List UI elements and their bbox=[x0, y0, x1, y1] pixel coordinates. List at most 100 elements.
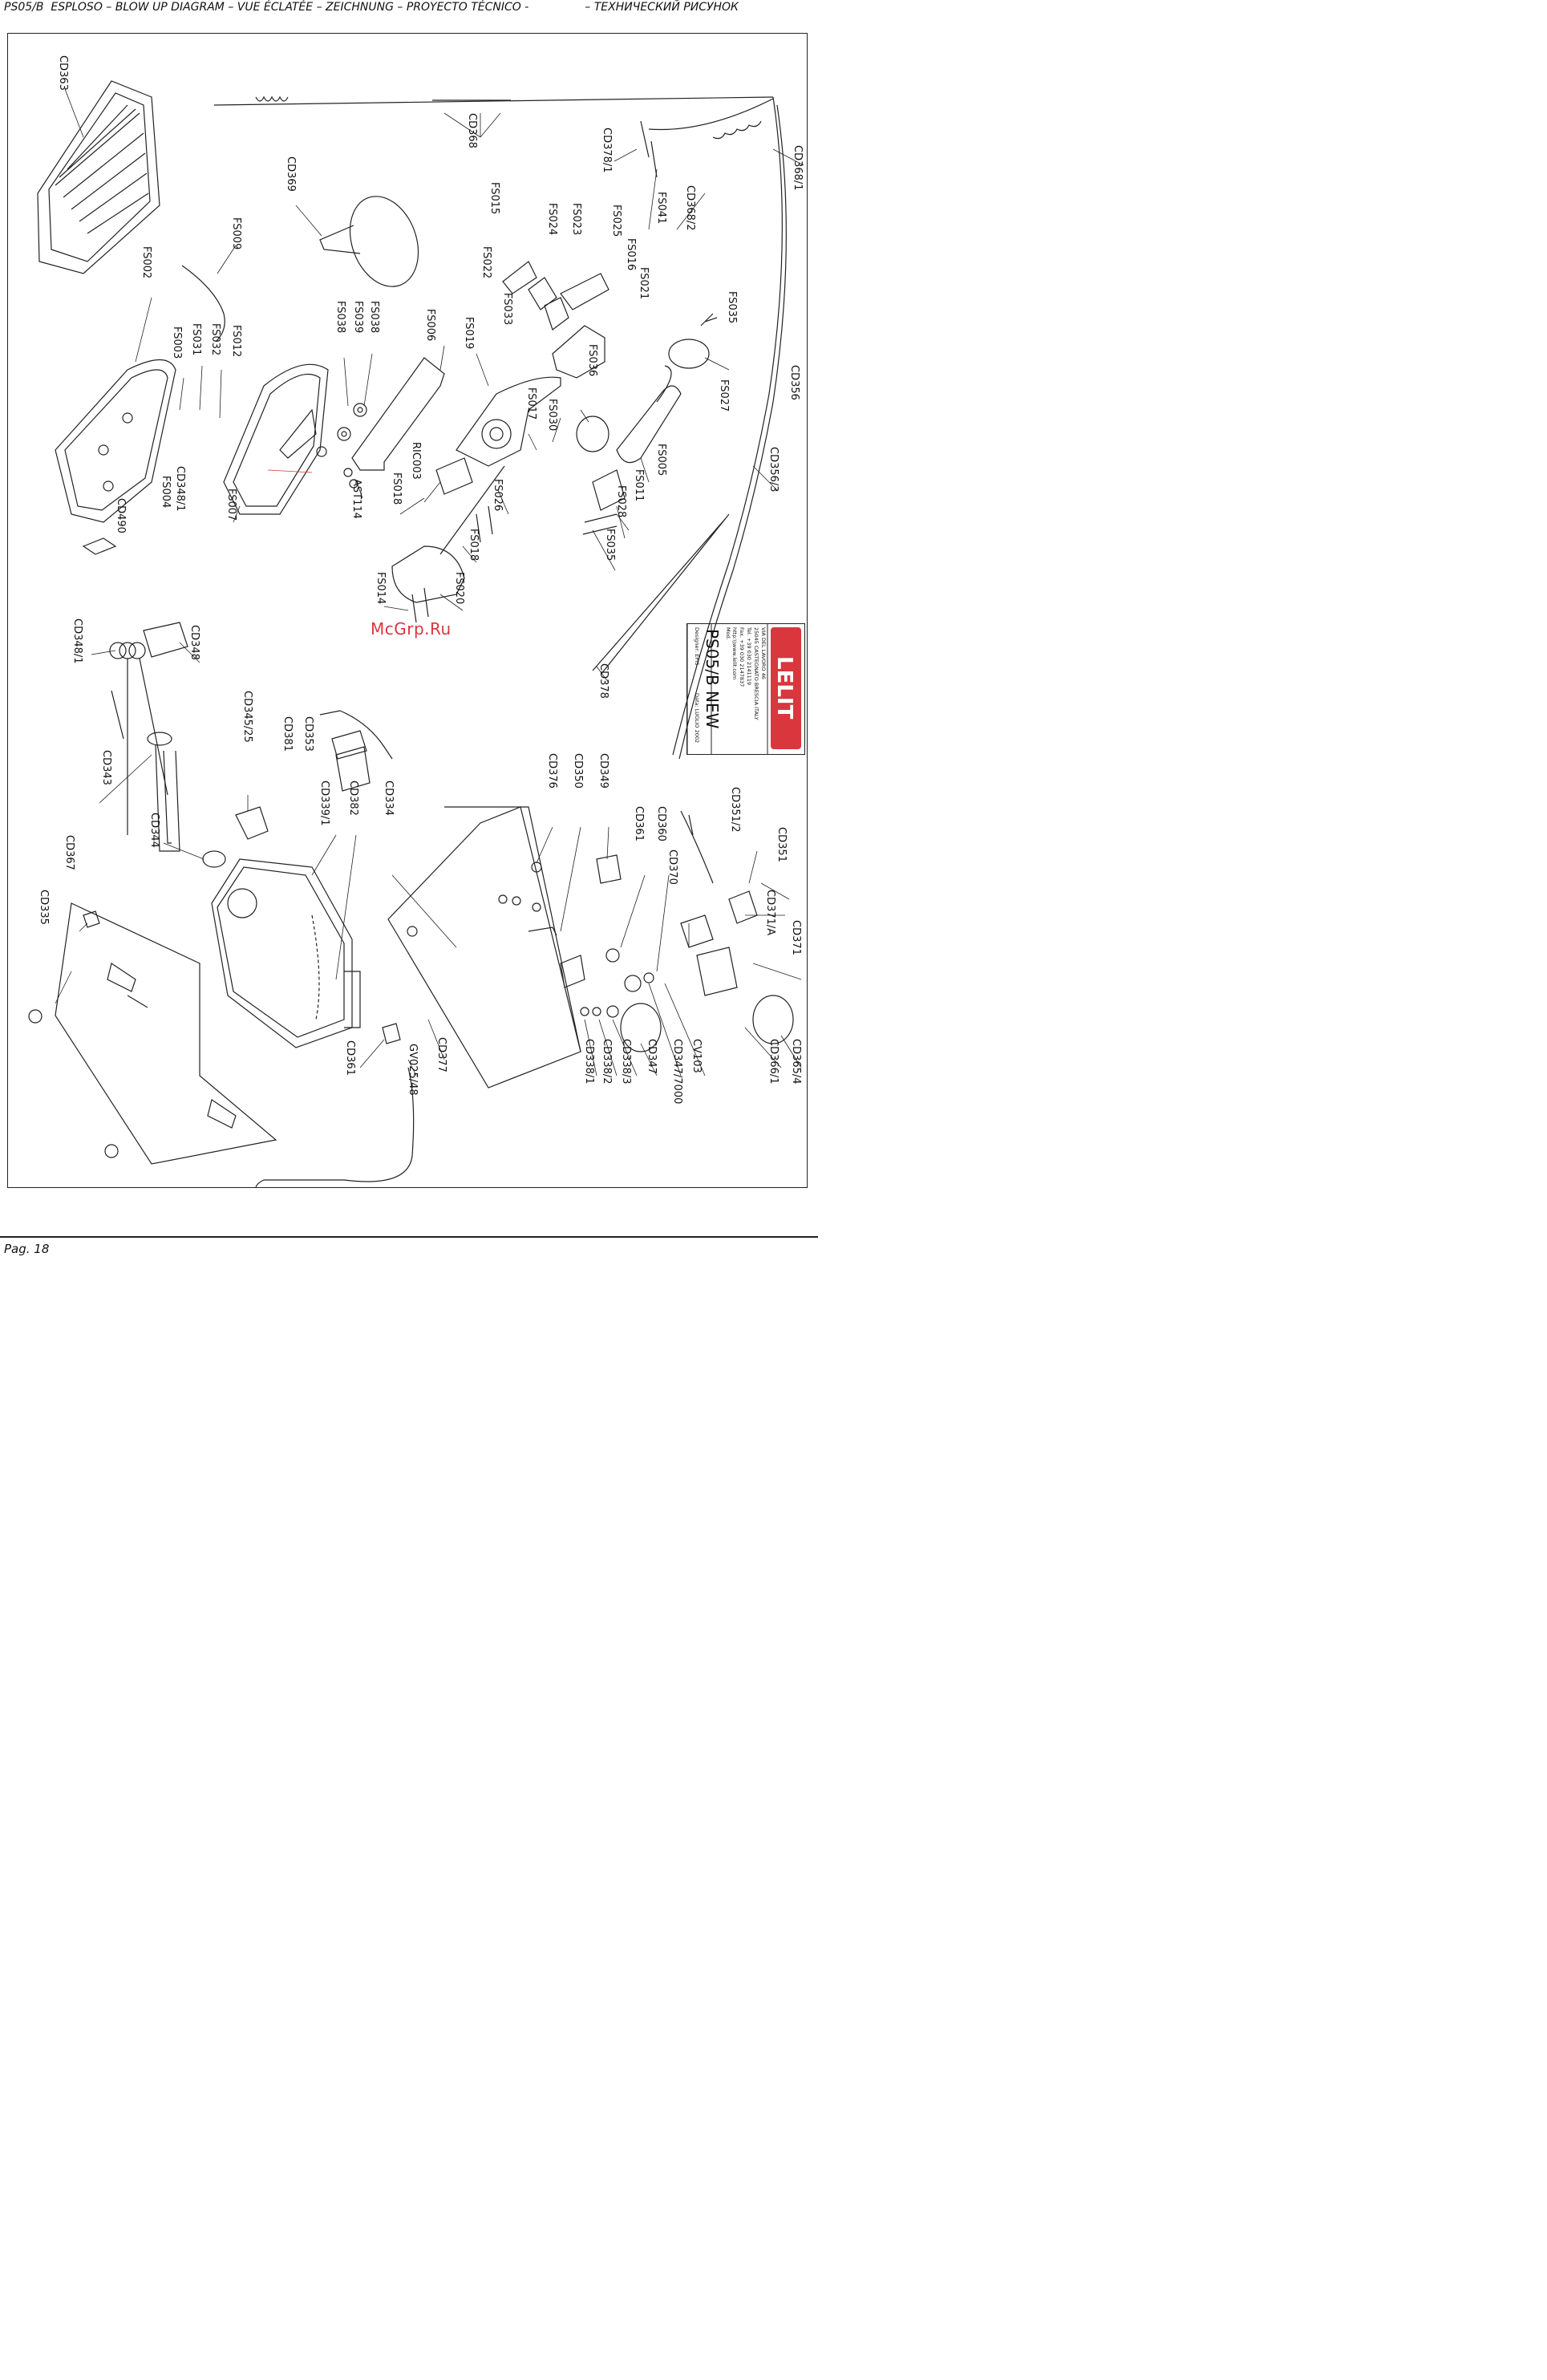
part-label: FS023 bbox=[570, 203, 582, 235]
part-label: FS031 bbox=[190, 323, 202, 355]
part-label: CD371 bbox=[790, 920, 802, 955]
part-label: FS035 bbox=[604, 529, 616, 561]
water-tank-part bbox=[211, 858, 361, 1048]
frame-part bbox=[55, 902, 277, 1165]
part-label: FS018 bbox=[468, 529, 480, 561]
bracket-part bbox=[351, 357, 445, 471]
mod-label: Mod. bbox=[725, 627, 731, 640]
address-line: Fax. +39 030 2147837 bbox=[739, 627, 745, 687]
part-label: FS014 bbox=[375, 572, 387, 604]
steam-wand-part bbox=[213, 95, 774, 106]
part-label: CD349 bbox=[597, 753, 609, 789]
watermark: McGrp.Ru bbox=[371, 619, 452, 639]
part-label: FS033 bbox=[501, 293, 513, 325]
part-label: RIC003 bbox=[410, 442, 422, 480]
part-label: CD344 bbox=[148, 813, 160, 848]
date: Data: LUGLIO 2002 bbox=[694, 693, 700, 743]
part-label: CD335 bbox=[38, 890, 50, 925]
part-label: CD356/3 bbox=[767, 447, 780, 493]
part-label: CD347/7000 bbox=[671, 1039, 683, 1104]
part-label: FS026 bbox=[492, 479, 504, 511]
part-label: CV103 bbox=[690, 1039, 703, 1073]
part-labels: CD363 CD368 CD378/1 CD368/1 CD369 FS015 … bbox=[38, 55, 804, 1104]
part-label: GV025/48 bbox=[407, 1044, 419, 1096]
part-label: FS015 bbox=[488, 182, 500, 214]
part-label: CD351/2 bbox=[729, 787, 741, 833]
part-label: FS009 bbox=[230, 217, 242, 249]
part-label: FS027 bbox=[718, 379, 730, 412]
part-label: CD368 bbox=[466, 113, 478, 148]
part-label: CD363 bbox=[57, 55, 69, 91]
part-label: CD371/A bbox=[764, 890, 776, 935]
part-label: FS022 bbox=[480, 246, 492, 278]
part-label: CD360 bbox=[655, 806, 667, 841]
part-label: FS035 bbox=[726, 291, 738, 323]
part-label: FS005 bbox=[655, 444, 667, 476]
part-label: FS024 bbox=[546, 203, 558, 235]
part-label: FS032 bbox=[209, 323, 221, 355]
part-label: FS017 bbox=[525, 387, 537, 420]
part-label: FS018 bbox=[391, 472, 403, 505]
chassis-part bbox=[387, 806, 581, 1089]
base-plate-part bbox=[55, 359, 176, 523]
heater-part bbox=[616, 365, 682, 464]
part-label: CD353 bbox=[302, 716, 314, 752]
part-label: CD348 bbox=[188, 625, 200, 660]
part-label: FS038 bbox=[368, 301, 380, 333]
part-label: FS020 bbox=[453, 572, 465, 604]
part-label: CD338/3 bbox=[620, 1039, 632, 1085]
part-label: CD368/2 bbox=[684, 185, 696, 231]
part-label: FS006 bbox=[424, 309, 436, 341]
part-label: CD367 bbox=[63, 835, 75, 870]
exploded-diagram: CD363 CD368 CD378/1 CD368/1 CD369 FS015 … bbox=[28, 55, 804, 1188]
part-label: CD378 bbox=[597, 663, 609, 699]
part-label: CD365/4 bbox=[790, 1039, 802, 1085]
funnel-part bbox=[319, 196, 419, 287]
address-line: http:\\www.lelit.com bbox=[731, 627, 738, 679]
part-label: CD347 bbox=[646, 1039, 658, 1074]
part-label: FS012 bbox=[230, 325, 242, 357]
part-label: FS007 bbox=[225, 489, 237, 521]
iron-body-part bbox=[223, 363, 329, 515]
part-label: CD338/1 bbox=[583, 1039, 595, 1085]
part-label: CD343 bbox=[100, 750, 112, 785]
part-label: CD369 bbox=[285, 156, 297, 192]
part-label: CD378/1 bbox=[601, 128, 613, 173]
part-label: FS021 bbox=[638, 267, 650, 299]
part-label: CD382 bbox=[347, 780, 359, 816]
part-label: CD351 bbox=[776, 827, 788, 862]
part-label: FS003 bbox=[171, 326, 183, 359]
part-label: CD376 bbox=[546, 753, 558, 789]
part-label: CD339/1 bbox=[318, 780, 330, 826]
part-label: CD366/1 bbox=[767, 1039, 780, 1085]
title-block: LELIT VIA DEL LAVORO 46 25045 CASTEGNATO… bbox=[686, 623, 805, 755]
address-line: 25045 CASTEGNATO BRESCIA ITALY bbox=[753, 627, 759, 720]
part-label: CD368/1 bbox=[792, 145, 804, 191]
part-label: CD381 bbox=[281, 716, 294, 752]
part-label: CD370 bbox=[666, 849, 678, 885]
part-label: FS025 bbox=[610, 205, 622, 237]
header-russian: – ТЕХНИЧЕСКИЙ РИСУНОК bbox=[585, 1, 739, 14]
pump-part bbox=[391, 465, 505, 603]
part-label: CD377 bbox=[435, 1037, 447, 1072]
part-label: FS028 bbox=[615, 485, 627, 517]
part-label: CD490 bbox=[115, 498, 127, 533]
part-label: FS019 bbox=[463, 317, 475, 349]
part-label: CD348/1 bbox=[71, 618, 83, 664]
part-label: FS038 bbox=[334, 301, 346, 333]
drip-grill-part bbox=[37, 80, 160, 274]
diagram-frame bbox=[7, 33, 808, 1188]
lelit-logo-icon bbox=[771, 627, 801, 749]
designer: Designer: EPIS bbox=[694, 627, 700, 665]
part-label: FS041 bbox=[655, 192, 667, 224]
part-label: FS039 bbox=[352, 301, 364, 333]
part-label: CD361 bbox=[633, 806, 645, 841]
hose-part bbox=[592, 96, 787, 760]
part-label: FS030 bbox=[546, 399, 558, 431]
logo-text: LELIT bbox=[772, 656, 796, 720]
header-title: PS05/B ESPLOSO – BLOW UP DIAGRAM – VUE É… bbox=[4, 1, 529, 14]
part-label: FS016 bbox=[625, 238, 637, 270]
part-label: CD338/2 bbox=[601, 1039, 613, 1085]
part-label: CD334 bbox=[383, 780, 395, 816]
part-label: FS004 bbox=[160, 476, 172, 508]
